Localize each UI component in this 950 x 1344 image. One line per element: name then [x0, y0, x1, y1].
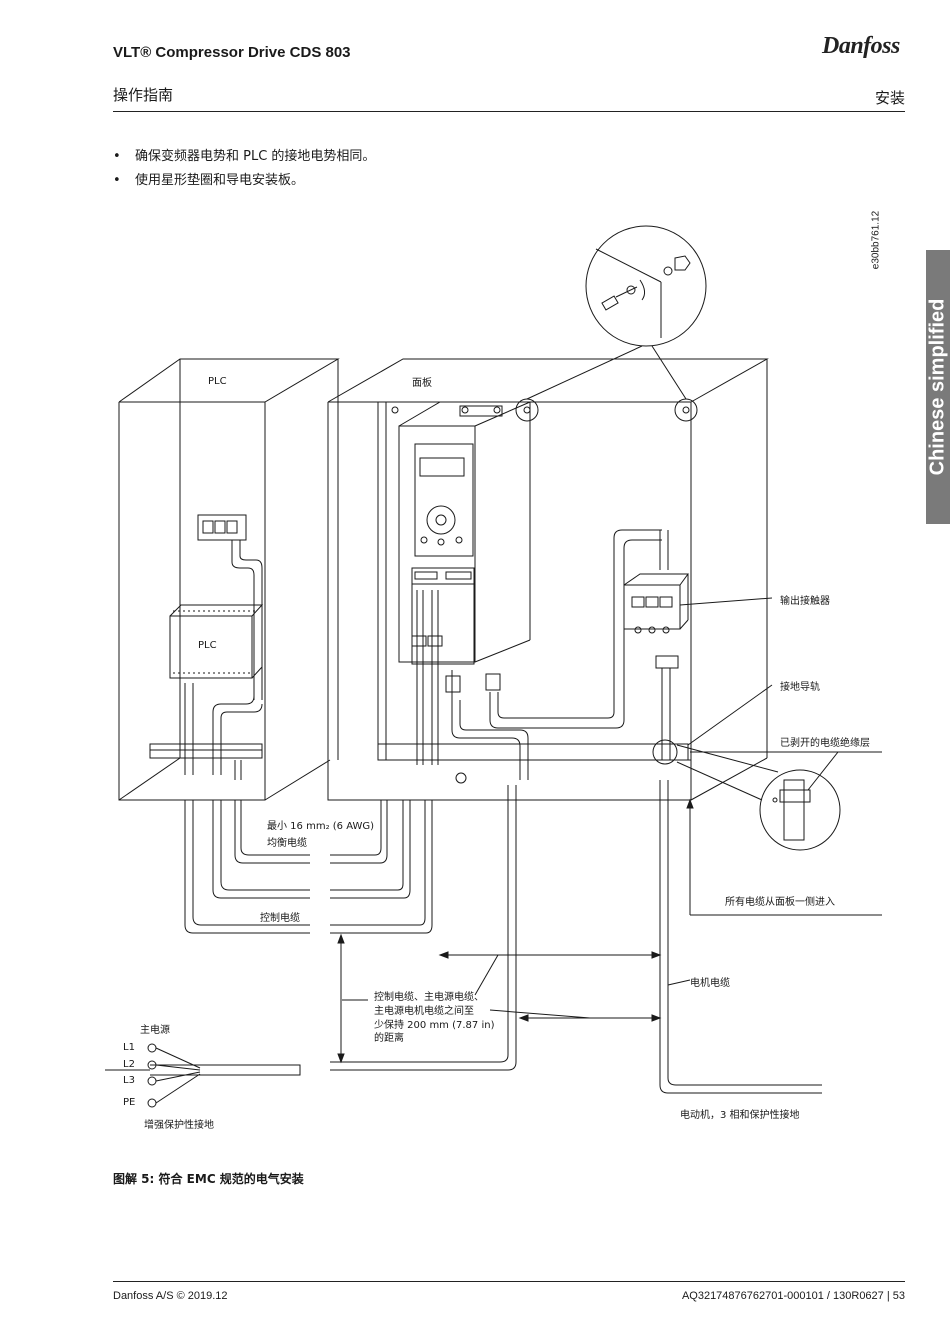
drive-cables — [411, 529, 669, 780]
equalizing-cable-label: 均衡电缆 — [267, 838, 307, 849]
min-section-label: 最小 16 mm₂ (6 AWG) — [267, 821, 375, 832]
l1-label: L1 — [123, 1042, 135, 1053]
stripped-insulation-detail — [676, 744, 841, 851]
panel-cabinet — [327, 358, 769, 801]
frequency-converter — [398, 401, 531, 665]
star-washer-detail — [526, 225, 707, 400]
bullet-item: •使用星形垫圈和导电安装板。 — [113, 173, 305, 188]
distance-note-line: 主电源电机电缆之间至 — [374, 1006, 474, 1017]
bullet-text: 确保变频器电势和 PLC 的接地电势相同。 — [135, 149, 376, 164]
l3-label: L3 — [123, 1075, 135, 1086]
bullet-text: 使用星形垫圈和导电安装板。 — [135, 173, 305, 188]
l2-label: L2 — [123, 1059, 135, 1070]
output-contactor-label: 输出接触器 — [780, 596, 830, 607]
footer-copyright: Danfoss A/S © 2019.12 — [113, 1290, 228, 1302]
language-tab: Chinese simplified — [926, 250, 950, 524]
distance-note-line: 的距离 — [374, 1033, 404, 1044]
plc-unit — [169, 604, 264, 679]
mains-terminals — [147, 1043, 201, 1108]
motor-3phase-label: 电动机，3 相和保护性接地 — [680, 1110, 800, 1121]
distance-note-line: 控制电缆、主电源电缆、 — [374, 992, 484, 1003]
external-cables — [105, 780, 822, 1094]
control-cable-label: 控制电缆 — [260, 913, 300, 924]
plc-cabinet — [118, 358, 340, 801]
plc-display — [197, 514, 263, 700]
mains-label: 主电源 — [140, 1025, 170, 1036]
footer-rule — [113, 1281, 905, 1282]
panel-ground-rail — [377, 739, 689, 784]
leader-lines — [667, 597, 882, 986]
figure-caption: 图解 5: 符合 EMC 规范的电气安装 — [113, 1172, 304, 1186]
header-rule — [113, 111, 905, 112]
distance-note-line: 少保持 200 mm (7.87 in) — [374, 1020, 495, 1031]
bullet-item: •确保变频器电势和 PLC 的接地电势相同。 — [113, 149, 376, 164]
footer-docref: AQ321748767627​01-000101 / 130R0627 | 53 — [681, 1290, 905, 1302]
stripped-insulation-label: 已剥开的电缆绝缘层 — [780, 738, 870, 749]
plc-cables — [184, 683, 263, 780]
plc-cabinet-label: PLC — [208, 376, 227, 387]
motor-cable-label: 电机电缆 — [690, 978, 730, 989]
panel-label: 面板 — [412, 378, 432, 389]
all-cables-entry-label: 所有电缆从面板一侧进入 — [725, 897, 835, 908]
output-contactor — [623, 573, 689, 760]
chapter-title: 安装 — [874, 89, 905, 107]
reinforced-pe-label: 增强保护性接地 — [144, 1120, 214, 1131]
plc-unit-label: PLC — [198, 640, 217, 651]
document-title: VLT® Compressor Drive CDS 803 — [113, 44, 351, 61]
danfoss-logo: Danfoss — [822, 33, 900, 59]
section-title: 操作指南 — [113, 86, 174, 104]
pe-label: PE — [123, 1097, 136, 1108]
ground-rail-label: 接地导轨 — [780, 682, 820, 693]
distance-dimensions — [337, 798, 882, 1064]
plc-ground-rail — [149, 743, 263, 759]
